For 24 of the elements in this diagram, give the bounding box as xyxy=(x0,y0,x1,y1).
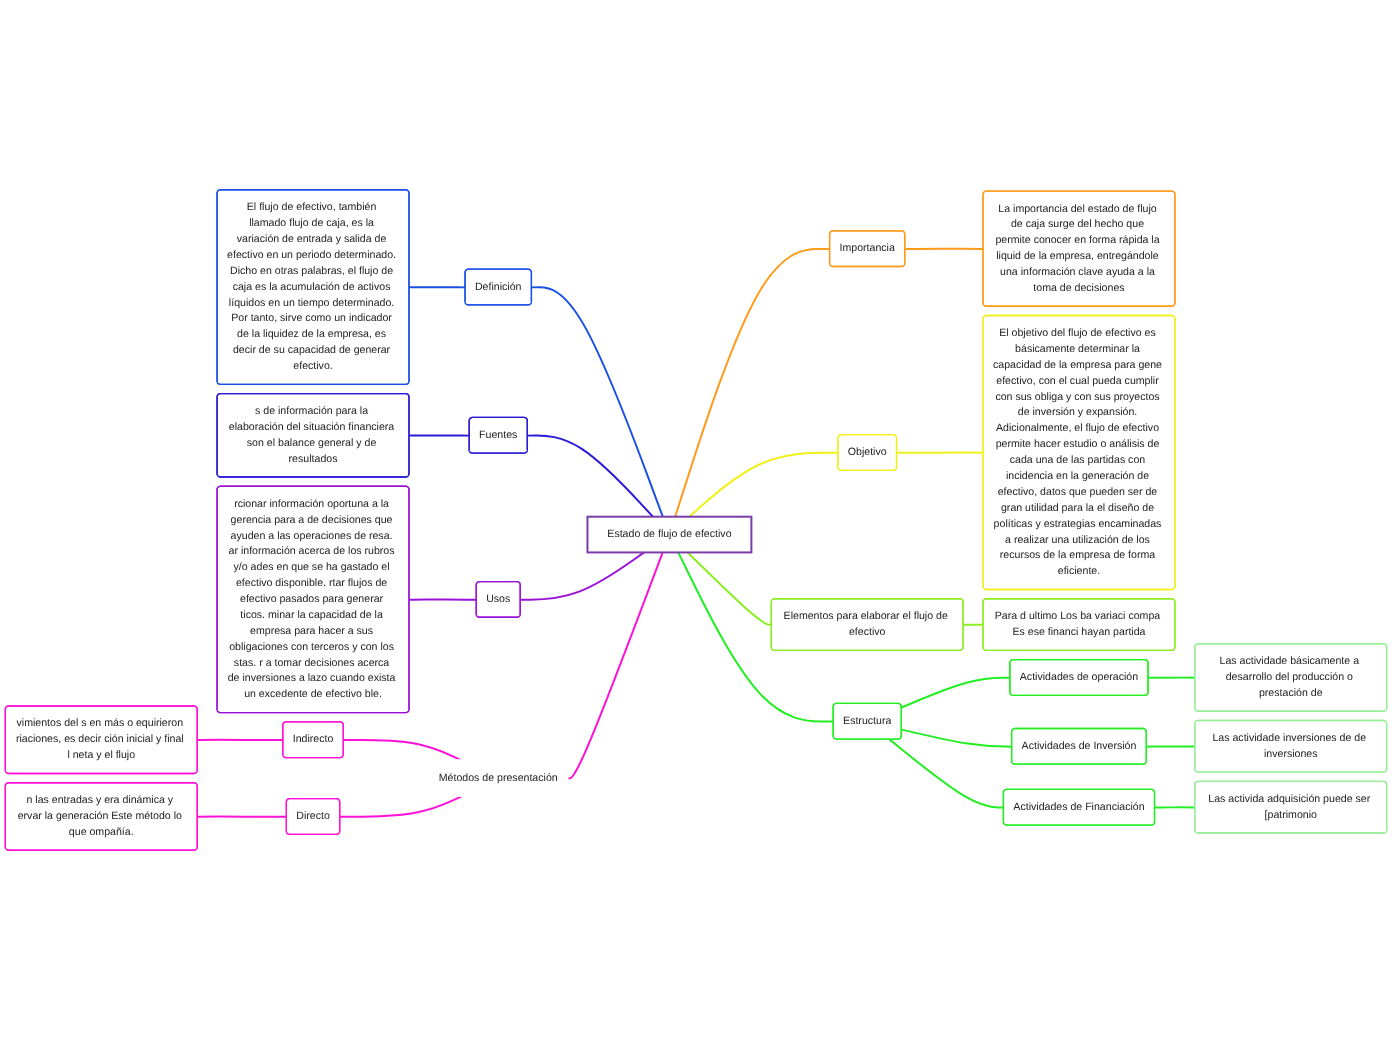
connector xyxy=(688,451,840,518)
connector xyxy=(196,738,285,742)
connector xyxy=(677,551,835,723)
connector xyxy=(895,451,985,454)
connector xyxy=(526,434,654,518)
connector xyxy=(1153,806,1197,809)
connector xyxy=(1147,676,1197,679)
connector xyxy=(408,598,478,601)
connector xyxy=(900,728,1013,748)
connector xyxy=(962,623,985,626)
connector xyxy=(408,434,471,437)
connector xyxy=(519,551,646,601)
connector xyxy=(1145,745,1197,748)
connector xyxy=(674,247,831,518)
connector xyxy=(888,738,1005,809)
connector xyxy=(342,739,463,762)
connector xyxy=(339,795,463,818)
connector xyxy=(196,815,288,818)
connector xyxy=(900,676,1012,709)
connector xyxy=(686,551,773,626)
connector xyxy=(566,551,664,780)
connector xyxy=(904,247,985,250)
connector xyxy=(408,286,467,289)
connector xyxy=(530,286,664,518)
